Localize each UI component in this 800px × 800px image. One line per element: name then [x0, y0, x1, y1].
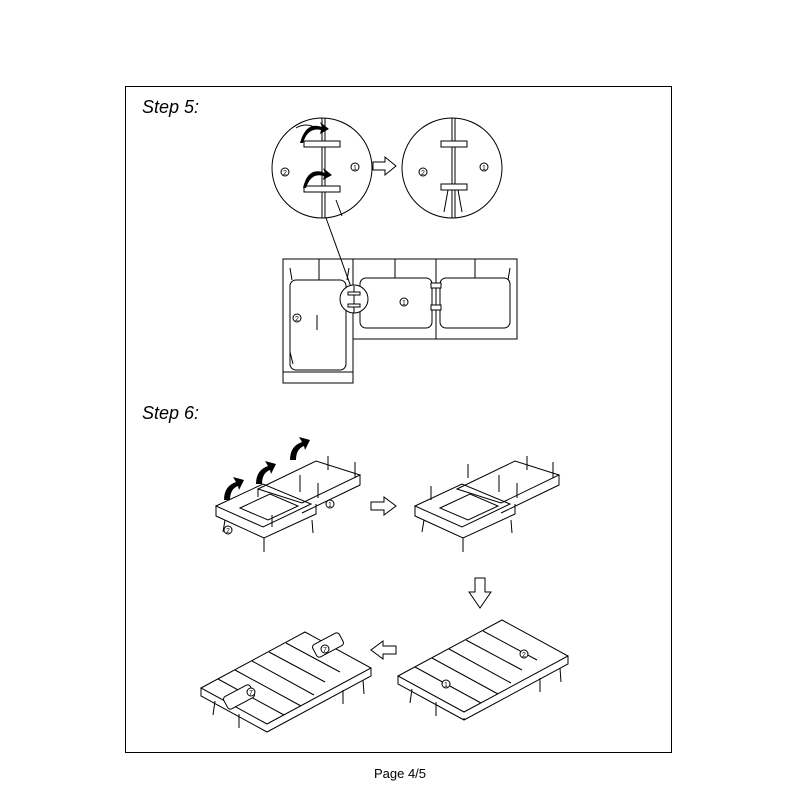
part-number-label: 2: [283, 170, 287, 177]
rotate-arrow-icon: [256, 461, 276, 484]
part-number-label: 2: [226, 528, 230, 535]
step-6-title: Step 6:: [142, 403, 200, 423]
detail-before-magnify-icon: 2 1: [271, 117, 373, 219]
part-number-label: 2: [295, 316, 299, 323]
arrow-right-icon: [370, 496, 397, 516]
part-number-label: 1: [482, 165, 486, 172]
page-number: Page 4/5: [373, 766, 427, 781]
part-number-label: 1: [402, 300, 406, 307]
iso-view-with-pillows: 7 7: [199, 631, 373, 733]
part-number-label: 7: [249, 690, 253, 697]
rotate-arrow-icon: [224, 477, 244, 500]
part-number-label: 1: [353, 165, 357, 172]
iso-view-bed-position: 1 2: [396, 619, 570, 721]
pillow: [312, 632, 344, 658]
rotate-arrow-icon: [303, 168, 332, 188]
iso-view-flip-cushions: 2 1: [214, 437, 362, 552]
sectional-top-view: 2 1: [282, 258, 518, 384]
rotate-arrow-icon: [300, 122, 329, 143]
part-number-label: 2: [522, 652, 526, 659]
page-frame: Step 5: Step 6:: [125, 86, 672, 753]
part-number-label: 7: [323, 647, 327, 654]
part-number-label: 1: [328, 502, 332, 509]
part-number-label: 1: [444, 682, 448, 689]
part-number-label: 2: [421, 170, 425, 177]
step-5-title: Step 5:: [142, 97, 200, 117]
rotate-arrow-icon: [290, 437, 310, 460]
arrow-down-icon: [468, 577, 492, 609]
arrow-right-icon: [372, 155, 397, 177]
iso-view-cushions-flipped: [413, 456, 561, 552]
detail-after-magnify-icon: 2 1: [401, 117, 503, 219]
arrow-left-icon: [370, 640, 397, 660]
